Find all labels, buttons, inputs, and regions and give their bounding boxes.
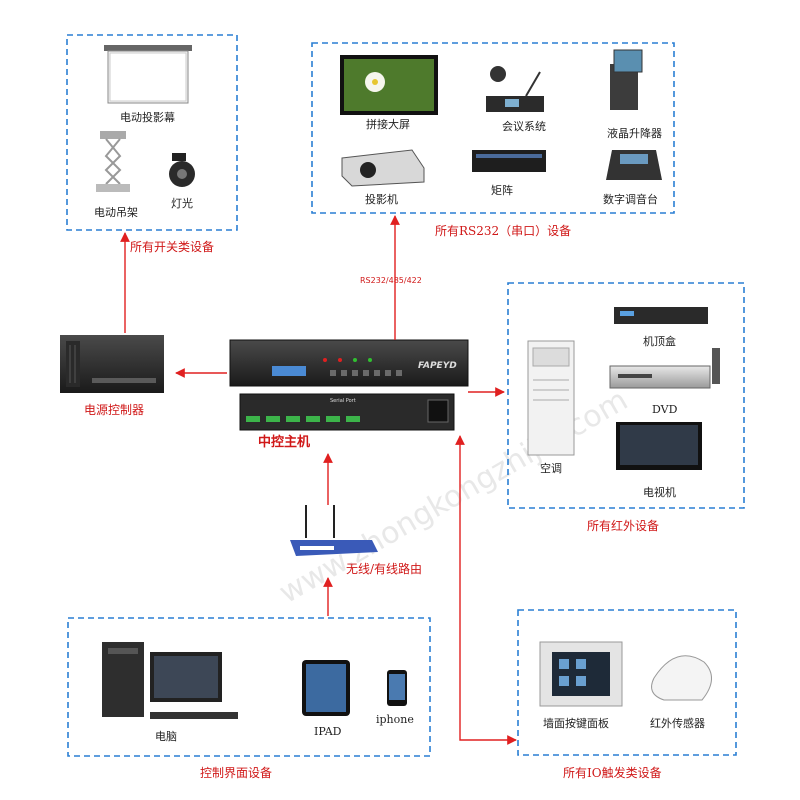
arrow-io-link <box>455 435 517 745</box>
lcd-lift-label: 液晶升降器 <box>607 126 662 140</box>
io-group-box <box>517 609 737 756</box>
router-label: 无线/有线路由 <box>346 561 422 576</box>
io-group-label: 所有IO触发类设备 <box>563 765 662 780</box>
rs232-group-box <box>311 42 675 214</box>
pc-label: 电脑 <box>155 730 177 743</box>
switch-group-box <box>66 34 238 231</box>
iphone-label: iphone <box>376 713 414 726</box>
set-top-box-icon <box>614 307 708 324</box>
air-conditioner-icon <box>527 340 575 456</box>
matrix-icon <box>472 150 546 172</box>
projector-screen-icon <box>104 45 192 104</box>
conference-label: 会议系统 <box>502 120 546 133</box>
projector-icon <box>341 149 425 187</box>
ir-sensor-label: 红外传感器 <box>650 717 705 730</box>
matrix-label: 矩阵 <box>491 183 513 197</box>
air-conditioner-label: 空调 <box>540 461 562 475</box>
tv-icon <box>616 422 702 470</box>
ipad-icon <box>302 660 350 716</box>
dvd-icon <box>609 348 720 389</box>
splice-screen-icon <box>340 55 438 115</box>
mixer-label: 数字调音台 <box>603 192 658 206</box>
ir-sensor-icon <box>651 655 712 701</box>
host-brand: FAPEYD <box>418 361 457 371</box>
projector-label: 投影机 <box>365 192 398 206</box>
central-host-icon <box>229 339 469 431</box>
power-controller-icon <box>60 335 164 393</box>
iphone-icon <box>387 670 407 706</box>
control-group-label: 控制界面设备 <box>200 766 272 780</box>
dvd-label: DVD <box>652 403 678 416</box>
host-label: 中控主机 <box>258 434 310 450</box>
light-icon <box>169 153 195 187</box>
ipad-label: IPAD <box>314 725 342 738</box>
rs232-group-label: 所有RS232（串口）设备 <box>435 224 571 238</box>
splice-screen-label: 拼接大屏 <box>366 117 410 131</box>
ir-group-label: 所有红外设备 <box>587 518 659 533</box>
tv-label: 电视机 <box>643 485 676 499</box>
link-label: RS232/485/422 <box>360 276 422 285</box>
pc-icon <box>102 642 238 719</box>
control-group-box <box>67 617 431 757</box>
wall-panel-label: 墙面按键面板 <box>543 716 609 730</box>
lcd-lift-icon <box>610 49 643 110</box>
router-icon <box>290 505 378 556</box>
switch-group-label: 所有开关类设备 <box>130 240 214 254</box>
light-label: 灯光 <box>171 196 193 210</box>
wall-panel-icon <box>539 641 623 707</box>
projector-screen-label: 电动投影幕 <box>120 110 175 124</box>
set-top-box-label: 机顶盒 <box>643 334 676 348</box>
lift-icon <box>96 131 130 192</box>
mixer-icon <box>606 150 662 180</box>
host-serial-port: Serial Port <box>330 398 356 404</box>
power-controller-label: 电源控制器 <box>84 403 144 417</box>
lift-label: 电动吊架 <box>94 206 138 219</box>
conference-icon <box>486 66 544 112</box>
